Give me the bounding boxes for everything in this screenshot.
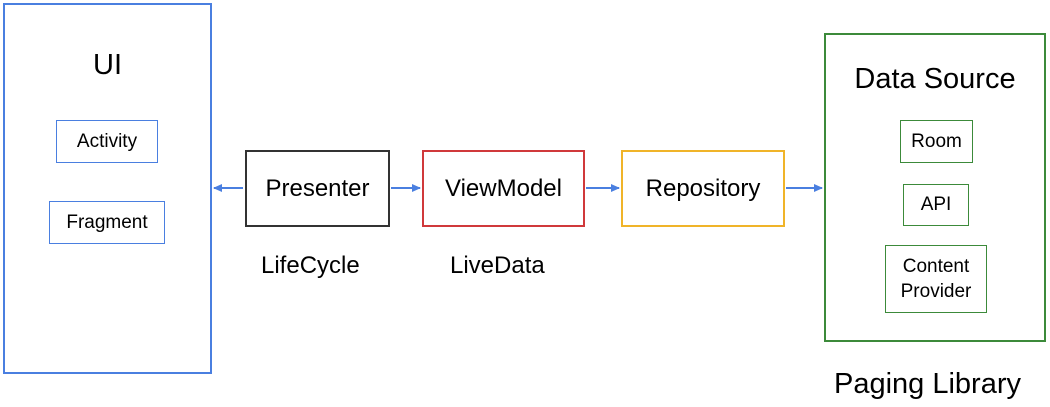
ui-panel: UI <box>3 3 212 374</box>
content-provider-box: Content Provider <box>885 245 987 313</box>
data-source-title: Data Source <box>854 63 1016 95</box>
fragment-box: Fragment <box>49 201 165 244</box>
content-provider-line-2: Provider <box>900 281 972 302</box>
paging-library-label: Paging Library <box>834 368 1021 400</box>
content-provider-line-1: Content <box>902 256 970 277</box>
api-box: API <box>903 184 969 226</box>
repository-box: Repository <box>621 150 785 227</box>
activity-box: Activity <box>56 120 158 163</box>
viewmodel-box: ViewModel <box>422 150 585 227</box>
lifecycle-label: LifeCycle <box>261 252 360 279</box>
ui-title: UI <box>93 49 122 81</box>
room-box: Room <box>900 120 973 163</box>
livedata-label: LiveData <box>450 252 545 279</box>
presenter-box: Presenter <box>245 150 390 227</box>
